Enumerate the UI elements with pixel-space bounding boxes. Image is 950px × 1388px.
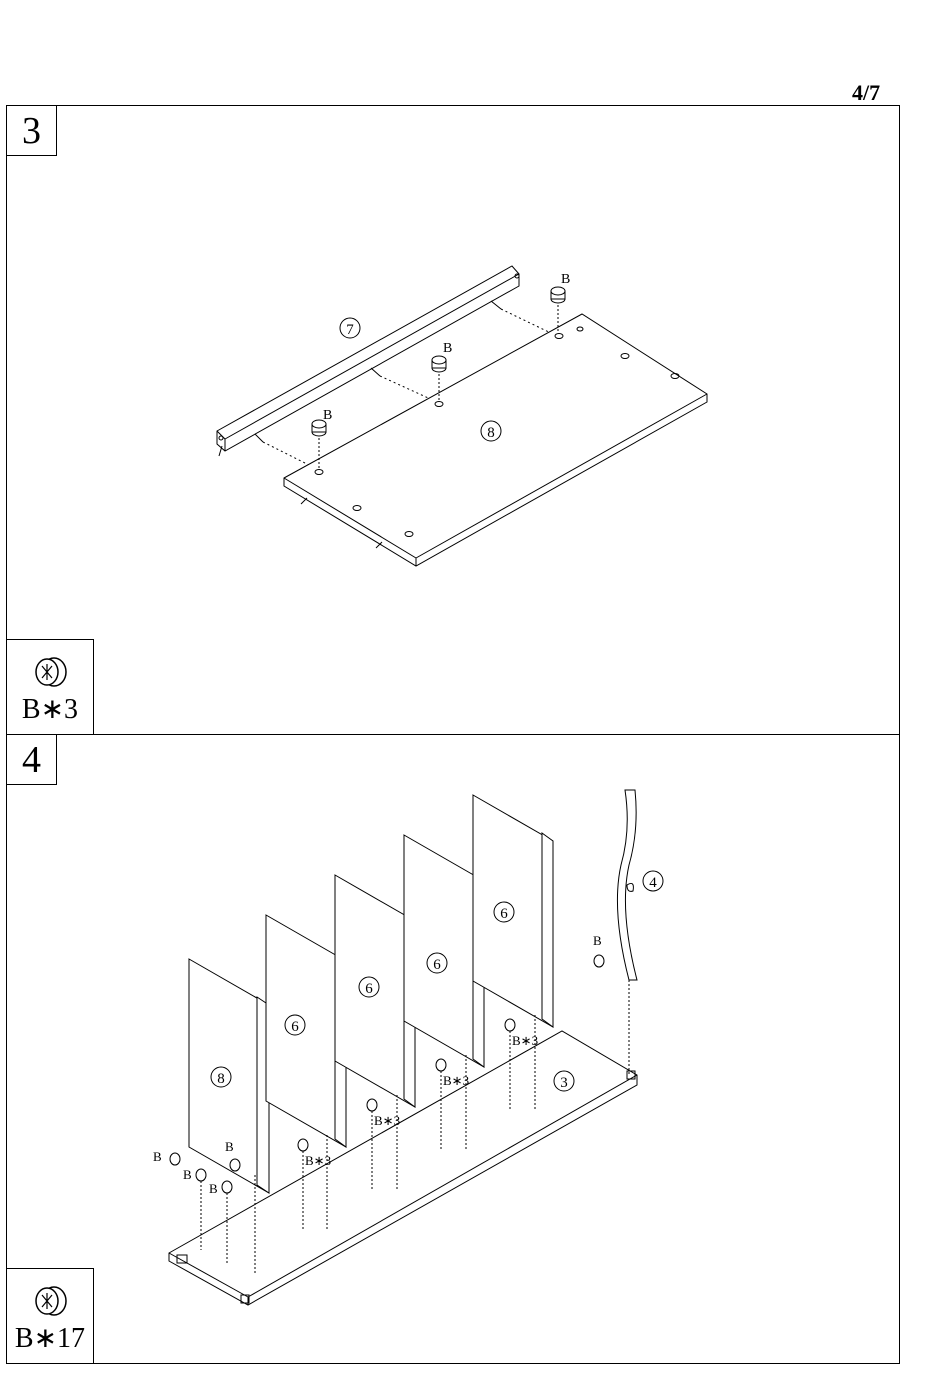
step-4-panel: 4	[6, 734, 900, 1364]
divider-1	[266, 915, 346, 1147]
label-part-6-d: 6	[500, 906, 508, 922]
label-group-b3-2: B∗3	[374, 1113, 400, 1128]
cam-lock-b	[432, 356, 446, 372]
label-fastener-b-1: B	[153, 1149, 162, 1164]
label-fastener-b-3: B	[561, 272, 570, 287]
label-fastener-b-3: B	[209, 1181, 218, 1196]
label-part-8: 8	[217, 1071, 225, 1087]
label-part-7: 7	[346, 322, 354, 338]
page-number: 4/7	[852, 80, 880, 106]
label-group-b3-3: B∗3	[443, 1073, 469, 1088]
label-fastener-b-2: B	[183, 1167, 192, 1182]
parts-callout-box: B∗17	[7, 1268, 94, 1363]
step-3-panel: 3	[6, 105, 900, 735]
step-3-assembly-drawing: 7 8 B B B	[7, 106, 899, 734]
cam-lock-c	[551, 287, 565, 303]
label-fastener-b-4: B	[225, 1139, 234, 1154]
cam-lock-icon	[31, 652, 71, 690]
label-group-b3-4: B∗3	[512, 1033, 538, 1048]
cam-lock-icon	[31, 1281, 71, 1319]
label-group-b3-1: B∗3	[305, 1153, 331, 1168]
label-part-6-a: 6	[291, 1019, 299, 1035]
label-fastener-b-1: B	[323, 408, 332, 423]
step-4-assembly-drawing: 8 6 6 6 6 3 4 B B B B B B∗3 B∗3 B∗3 B∗3	[7, 735, 899, 1363]
label-part-6-c: 6	[433, 957, 441, 973]
label-fastener-b-5: B	[593, 933, 602, 948]
divider-3	[404, 835, 484, 1067]
label-part-8: 8	[487, 425, 495, 441]
parts-quantity: B∗3	[7, 692, 93, 726]
label-fastener-b-2: B	[443, 341, 452, 356]
divider-4	[473, 795, 553, 1027]
parts-quantity: B∗17	[7, 1321, 93, 1355]
label-part-3: 3	[560, 1075, 568, 1091]
label-part-6-b: 6	[365, 981, 373, 997]
divider-2	[335, 875, 415, 1107]
label-part-4: 4	[649, 875, 657, 891]
parts-callout-box: B∗3	[7, 639, 94, 734]
